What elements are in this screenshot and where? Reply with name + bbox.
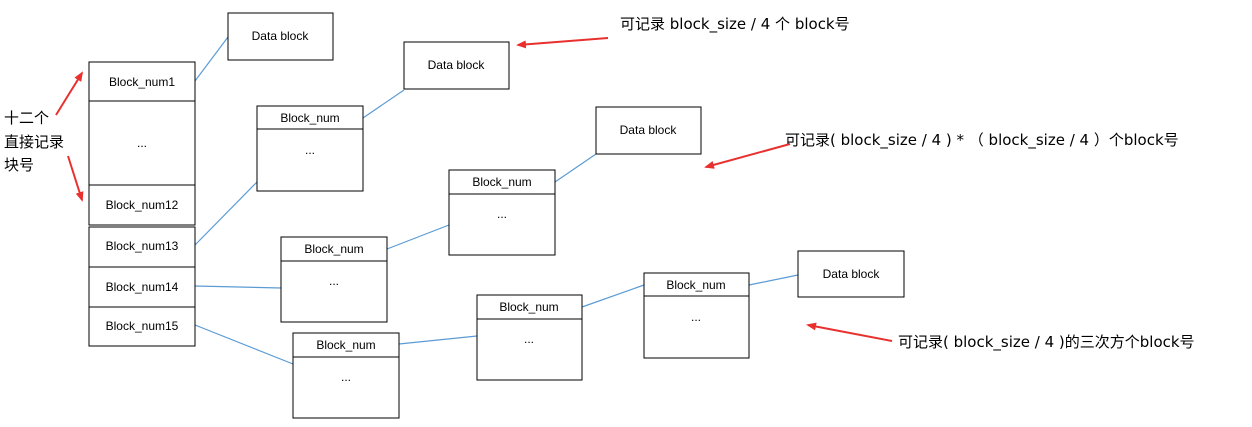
annotation-double-indirect: 可记录( block_size / 4 ) * （ block_size / 4… — [785, 131, 1179, 150]
side-label-line-2: 直接记录 — [4, 133, 64, 151]
data-block-4: Data block — [797, 250, 905, 298]
data-block-3: Data block — [595, 106, 702, 155]
connector-line — [581, 284, 645, 308]
connector-line — [748, 274, 799, 286]
connector-line — [386, 224, 450, 250]
inode-cell-block-num14 — [88, 266, 196, 308]
inode-label-ellipsis: ... — [137, 136, 147, 150]
index-block-double-l1: Block_num ... — [280, 236, 388, 323]
arrow-single-indirect — [516, 37, 609, 49]
index-block-ellipsis: ... — [497, 207, 507, 221]
data-block-2: Data block — [403, 41, 510, 90]
data-block-label: Data block — [823, 267, 881, 281]
red-arrows — [55, 37, 893, 342]
index-block-double-l2: Block_num ... — [448, 169, 556, 256]
inode-label-block-num13: Block_num13 — [106, 239, 179, 253]
data-block-label: Data block — [620, 123, 678, 137]
connector-line — [398, 335, 478, 345]
direct-blocks-label: 十二个 直接记录 块号 — [4, 109, 64, 174]
arrow-triple-indirect — [806, 322, 893, 342]
inode-label-block-num15: Block_num15 — [106, 319, 179, 333]
connector-line — [194, 285, 282, 289]
inode-cell-block-num15 — [88, 306, 196, 347]
connector-line — [194, 36, 229, 82]
inode-label-block-num12: Block_num12 — [106, 198, 179, 212]
connector-line — [194, 324, 294, 365]
index-block-ellipsis: ... — [341, 370, 351, 384]
annotation-single-indirect: 可记录 block_size / 4 个 block号 — [620, 15, 850, 34]
index-block-header: Block_num — [316, 338, 375, 352]
connector-lines — [194, 36, 799, 365]
inode-label-block-num1: Block_num1 — [109, 75, 175, 89]
index-block-triple-l3: Block_num ... — [643, 272, 750, 359]
index-block-ellipsis: ... — [329, 274, 339, 288]
connector-line — [362, 89, 405, 119]
data-block-1: Data block — [227, 12, 334, 61]
inode-cell-block-num1 — [88, 61, 196, 102]
index-block-triple-l2: Block_num ... — [476, 294, 583, 381]
data-block-label: Data block — [252, 29, 310, 43]
connector-line — [194, 181, 258, 246]
data-block-label: Data block — [428, 58, 486, 72]
index-block-single: Block_num ... — [256, 105, 364, 192]
index-block-header: Block_num — [472, 175, 531, 189]
inode-label-block-num14: Block_num14 — [106, 280, 179, 294]
index-block-header: Block_num — [666, 278, 725, 292]
index-block-header: Block_num — [304, 242, 363, 256]
inode-cell-ellipsis — [88, 100, 196, 186]
side-label-line-1: 十二个 — [4, 109, 49, 127]
connector-line — [554, 153, 597, 183]
index-block-header: Block_num — [280, 111, 339, 125]
index-block-ellipsis: ... — [305, 143, 315, 157]
inode-cell-block-num12 — [88, 184, 196, 226]
index-block-ellipsis: ... — [691, 310, 701, 324]
inode-cell-block-num13 — [88, 226, 196, 268]
index-block-ellipsis: ... — [524, 332, 534, 346]
annotation-triple-indirect: 可记录( block_size / 4 )的三次方个block号 — [898, 333, 1195, 352]
arrow-to-block-num1 — [55, 71, 84, 116]
index-block-triple-l1: Block_num ... — [292, 332, 400, 419]
index-block-header: Block_num — [499, 300, 558, 314]
inode-block-table — [88, 61, 196, 347]
arrow-to-block-num12 — [67, 155, 84, 202]
side-label-line-3: 块号 — [4, 156, 34, 174]
arrow-double-indirect — [704, 143, 791, 169]
